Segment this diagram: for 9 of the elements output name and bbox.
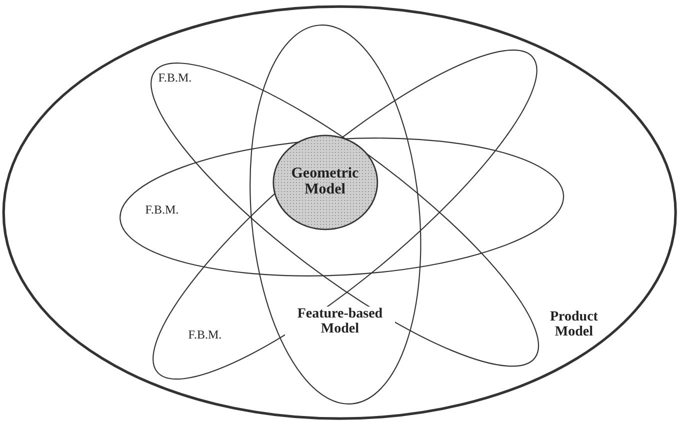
node-label: Product Model [549,310,599,340]
geometric-model-circle [272,134,378,230]
node-label: Feature-based Model [284,306,395,338]
node-label: Geometric Model [290,165,360,198]
node-label: F.B.M. [187,328,223,342]
petal-ellipse [119,136,565,277]
node-label: F.B.M. [144,203,180,217]
node-label: F.B.M. [157,71,193,85]
product-model-ellipse [1,4,679,422]
